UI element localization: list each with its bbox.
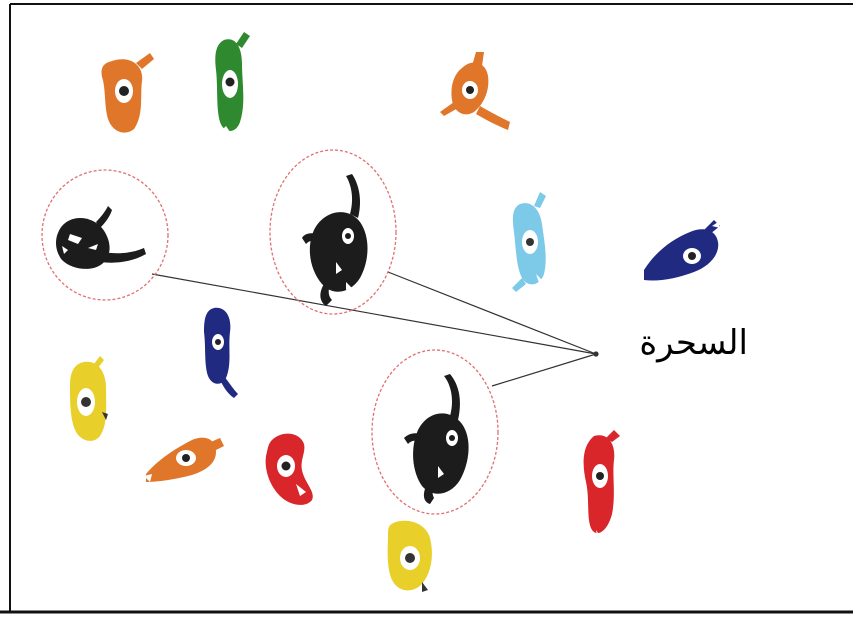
figure-green-top xyxy=(215,32,250,142)
figure-yellow-bottom xyxy=(388,521,432,592)
figure-lightblue-right xyxy=(512,192,546,292)
magicians-label: السحرة xyxy=(598,318,748,368)
figure-red-bottom xyxy=(266,434,313,505)
figure-black-center xyxy=(302,174,368,306)
figure-navy-center xyxy=(204,308,238,398)
figures xyxy=(56,32,720,592)
figure-yellow-left xyxy=(70,356,108,441)
figure-black-bottom xyxy=(404,374,469,504)
figure-red-right xyxy=(584,430,620,544)
pointer-line-bottom xyxy=(492,354,596,386)
pointer-line-center xyxy=(388,272,596,354)
figure-orange-top-left xyxy=(101,53,154,139)
figure-navy-right xyxy=(644,220,720,281)
figure-orange-bottom-left xyxy=(144,438,224,482)
figure-orange-top-right xyxy=(440,52,510,130)
figure-black-left xyxy=(56,206,146,269)
